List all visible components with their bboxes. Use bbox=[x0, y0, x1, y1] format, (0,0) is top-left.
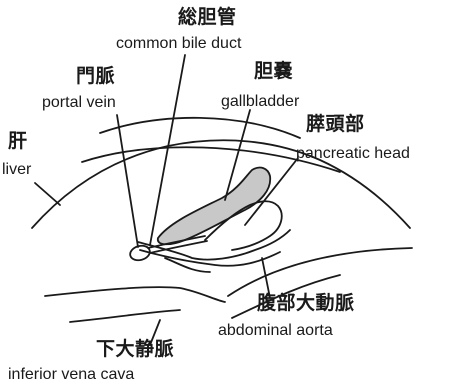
liver-label-en: liver bbox=[2, 162, 31, 178]
inferior-vena-cava-label-en: inferior vena cava bbox=[8, 367, 134, 383]
portal-vein-label-jp: 門脈 bbox=[76, 67, 115, 86]
pancreatic-head-label-en: pancreatic head bbox=[296, 146, 410, 162]
common-bile-duct-label-jp: 総胆管 bbox=[178, 8, 237, 27]
liver-inner-arc-1 bbox=[100, 118, 300, 138]
leader-portal-vein bbox=[117, 115, 138, 247]
liver-label-jp: 肝 bbox=[8, 132, 28, 151]
inferior-vena-cava-label-jp: 下大静脈 bbox=[96, 340, 174, 359]
gallbladder-shape bbox=[158, 168, 270, 245]
ivc-lower-wall bbox=[70, 310, 180, 322]
abdominal-aorta-label-jp: 腹部大動脈 bbox=[257, 294, 355, 313]
vessel-wall-lower bbox=[140, 250, 280, 266]
portal-vein-label-en: portal vein bbox=[42, 95, 116, 111]
ivc-upper-wall bbox=[45, 287, 225, 302]
gallbladder-label-en: gallbladder bbox=[221, 94, 299, 110]
gallbladder-label-jp: 胆嚢 bbox=[254, 62, 293, 81]
common-bile-duct-label-en: common bile duct bbox=[116, 36, 241, 52]
pancreatic-head-label-jp: 膵頭部 bbox=[306, 115, 365, 134]
aorta-upper-wall bbox=[228, 248, 412, 296]
leader-liver bbox=[35, 183, 60, 205]
abdominal-aorta-label-en: abdominal aorta bbox=[218, 323, 333, 339]
